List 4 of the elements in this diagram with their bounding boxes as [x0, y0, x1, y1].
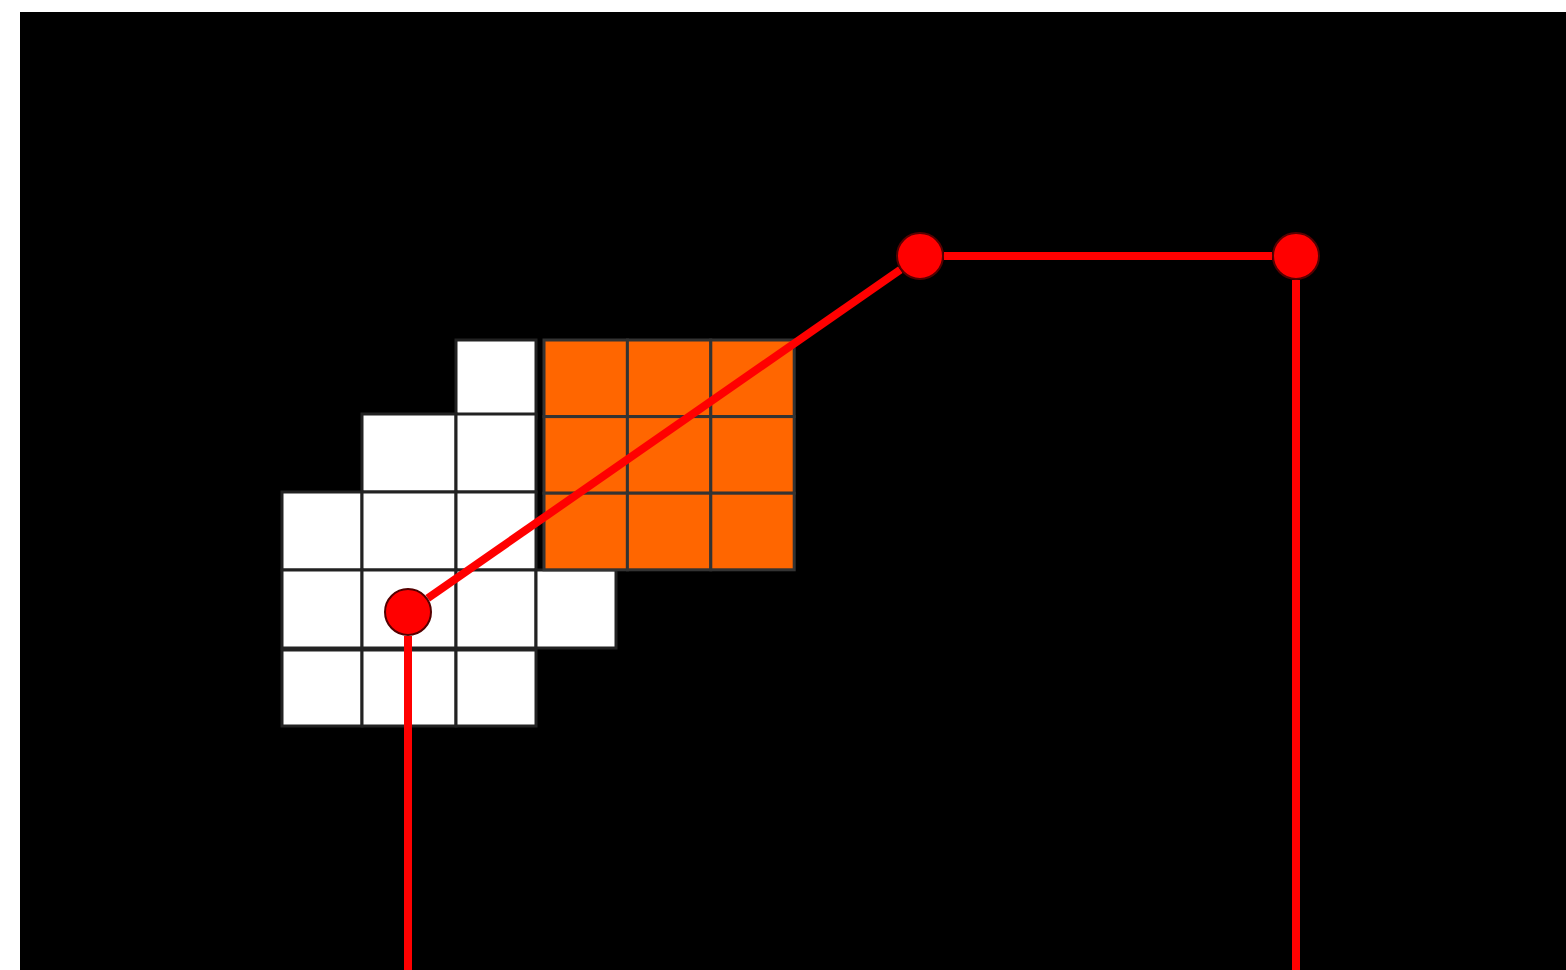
connector-line — [425, 266, 903, 602]
connector-line — [1292, 280, 1300, 970]
connector-line — [404, 636, 412, 970]
connector-line — [944, 252, 1272, 260]
